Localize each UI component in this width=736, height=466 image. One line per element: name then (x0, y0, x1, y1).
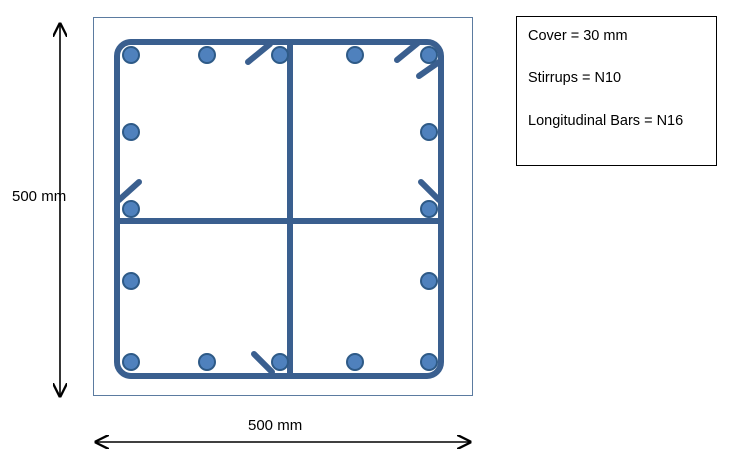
cover-note: Cover = 30 mm (528, 28, 628, 44)
longitudinal-bar (122, 353, 140, 371)
stirrups-note: Stirrups = N10 (528, 70, 622, 86)
specification-notes-box: Cover = 30 mm Stirrups = N10 Longitudina… (516, 16, 717, 166)
longitudinal-bar (420, 46, 438, 64)
longitudinal-bar (122, 272, 140, 290)
height-dimension-label: 500 mm (12, 188, 67, 205)
longitudinal-bar (198, 46, 216, 64)
perimeter-stirrup (114, 39, 444, 379)
width-dimension-label: 500 mm (248, 417, 303, 434)
longitudinal-bar (420, 272, 438, 290)
concrete-section-outline (93, 17, 473, 396)
longitudinal-bar (420, 123, 438, 141)
stirrup-hook (416, 59, 442, 79)
longitudinal-bars-note: Longitudinal Bars = N16 (528, 113, 684, 129)
stirrup-hook (116, 179, 142, 203)
longitudinal-bar (346, 353, 364, 371)
longitudinal-bar (420, 353, 438, 371)
longitudinal-bar (198, 353, 216, 371)
stirrup-hook (394, 39, 422, 63)
longitudinal-bar (122, 123, 140, 141)
stirrup-hook (245, 41, 273, 65)
longitudinal-bar (420, 200, 438, 218)
longitudinal-bar (271, 353, 289, 371)
stirrup-hook (418, 179, 442, 203)
stirrup-hook (251, 351, 275, 375)
longitudinal-bars (122, 46, 438, 371)
longitudinal-bar (271, 46, 289, 64)
longitudinal-bar (122, 46, 140, 64)
longitudinal-bar (122, 200, 140, 218)
longitudinal-bar (346, 46, 364, 64)
